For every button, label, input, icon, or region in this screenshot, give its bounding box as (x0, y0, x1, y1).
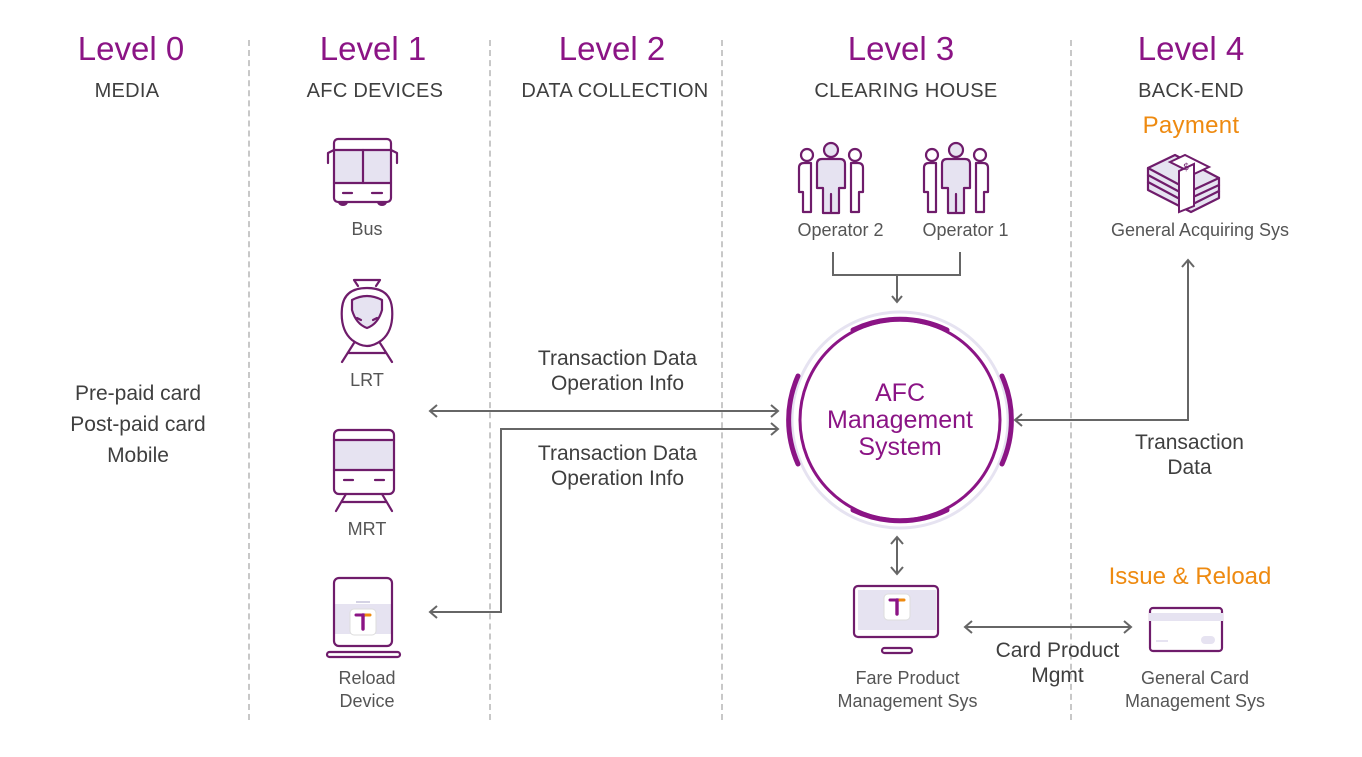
operator-1-label: Operator 1 (922, 220, 1009, 240)
level-1-title: Level 1 (319, 30, 427, 67)
afc-system-ring (786, 310, 1014, 530)
media-item: Post-paid card (70, 413, 206, 436)
reload-device-label: Reload Device (338, 668, 396, 711)
card-mgmt-label: General Card Management Sys (1124, 668, 1266, 711)
card-product-flow-label: Card Product Mgmt (995, 639, 1120, 687)
monitor-stand-icon (880, 646, 914, 655)
fare-product-label: Fare Product Management Sys (837, 668, 978, 711)
column-divider (248, 40, 250, 720)
acquiring-label: General Acquiring Sys (1110, 220, 1290, 240)
level-2-subtitle: DATA COLLECTION (521, 80, 709, 102)
money-stack-icon: $ (1146, 153, 1221, 214)
media-item: Mobile (107, 444, 169, 467)
column-divider (489, 40, 491, 720)
level-3-subtitle: CLEARING HOUSE (814, 80, 998, 102)
lrt-icon (340, 278, 394, 364)
level-2-title: Level 2 (558, 30, 666, 67)
operator-2-label: Operator 2 (797, 220, 884, 240)
mrt-icon (332, 428, 396, 513)
payment-tag: Payment (1142, 112, 1240, 139)
level-0-title: Level 0 (77, 30, 185, 67)
media-list: Pre-paid card Post-paid card Mobile (28, 378, 248, 471)
afc-system-label: AFC Management System (827, 379, 973, 461)
level-3-title: Level 3 (847, 30, 955, 67)
backend-flow-label: Transaction Data (1135, 431, 1244, 479)
arrowhead-down (891, 295, 903, 304)
lrt-label: LRT (350, 370, 384, 390)
operators-connector (832, 252, 961, 302)
operator-1-icon (922, 141, 990, 215)
mrt-label: MRT (347, 519, 387, 539)
level-4-subtitle: BACK-END (1138, 80, 1244, 102)
monitor-icon (852, 584, 940, 639)
issue-reload-tag: Issue & Reload (1108, 563, 1272, 590)
column-divider (721, 40, 723, 720)
media-item: Pre-paid card (74, 382, 202, 405)
bus-icon (326, 137, 399, 206)
reload-device-icon (325, 576, 402, 659)
operator-2-icon (797, 141, 865, 215)
lower-flow-arrow (430, 428, 778, 613)
level-4-title: Level 4 (1137, 30, 1245, 67)
svg-text:$: $ (1183, 162, 1189, 173)
column-divider (1070, 40, 1072, 720)
backend-flow-arrow (1015, 260, 1189, 421)
card-icon (1148, 606, 1224, 653)
bus-label: Bus (351, 219, 383, 239)
level-0-subtitle: MEDIA (94, 80, 160, 102)
level-1-subtitle: AFC DEVICES (306, 80, 444, 102)
lower-flow-label: Transaction Data Operation Info (537, 442, 698, 490)
upper-flow-label: Transaction Data Operation Info (537, 347, 698, 395)
